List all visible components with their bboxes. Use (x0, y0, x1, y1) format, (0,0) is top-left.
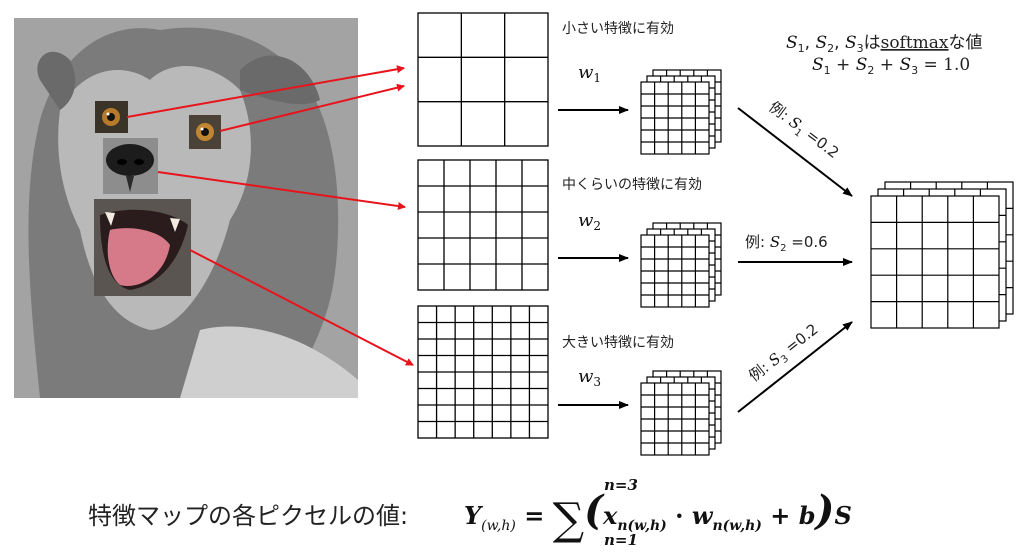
eye-crop-right (189, 115, 221, 149)
branch-2-desc: 中くらいの特徴に有効 (562, 177, 702, 193)
arrow-eye-left (126, 65, 405, 118)
scale-arrow-1 (737, 107, 853, 197)
kernel-grid-small (417, 12, 549, 147)
weight-w1: w1 (578, 62, 601, 85)
arrow-eye-right (219, 83, 405, 132)
sum-lower: n=1 (604, 531, 638, 549)
scale-label-1: 例: S1 =0.2 (764, 98, 843, 165)
eye-crop-left (95, 101, 128, 133)
sum-upper: n=3 (604, 476, 638, 494)
formula-label: 特徴マップの各ピクセルの値: (88, 502, 408, 530)
arrow-mouth (189, 249, 414, 366)
softmax-sum: S1 + S2 + S3 = 1.0 (812, 55, 970, 77)
formula: Y(w,h) = ∑(xn(w,h) · wn(w,h) + b)S (464, 487, 852, 545)
softmax-note: S1, S2, S3はsoftmaxな値 (786, 33, 983, 55)
scale-arrow-3 (737, 321, 853, 413)
kernel-grid-large (417, 305, 549, 439)
nose-crop (103, 138, 158, 194)
weight-w3: w3 (578, 366, 601, 389)
output-feature-map-layer-0 (870, 195, 1000, 329)
feature-map-1-layer-0 (640, 81, 710, 155)
branch-1-desc: 小さい特徴に有効 (562, 21, 674, 37)
feature-map-3-layer-0 (640, 382, 710, 456)
kernel-grid-medium (417, 159, 549, 291)
mouth-crop (94, 199, 191, 296)
feature-map-2-layer-0 (640, 234, 710, 308)
arrow-nose (157, 171, 406, 210)
red-arrows (126, 65, 414, 366)
branch-3-desc: 大きい特徴に有効 (562, 335, 674, 351)
scale-label-2: 例: S2 =0.6 (745, 233, 828, 254)
weight-w2: w2 (578, 210, 601, 233)
